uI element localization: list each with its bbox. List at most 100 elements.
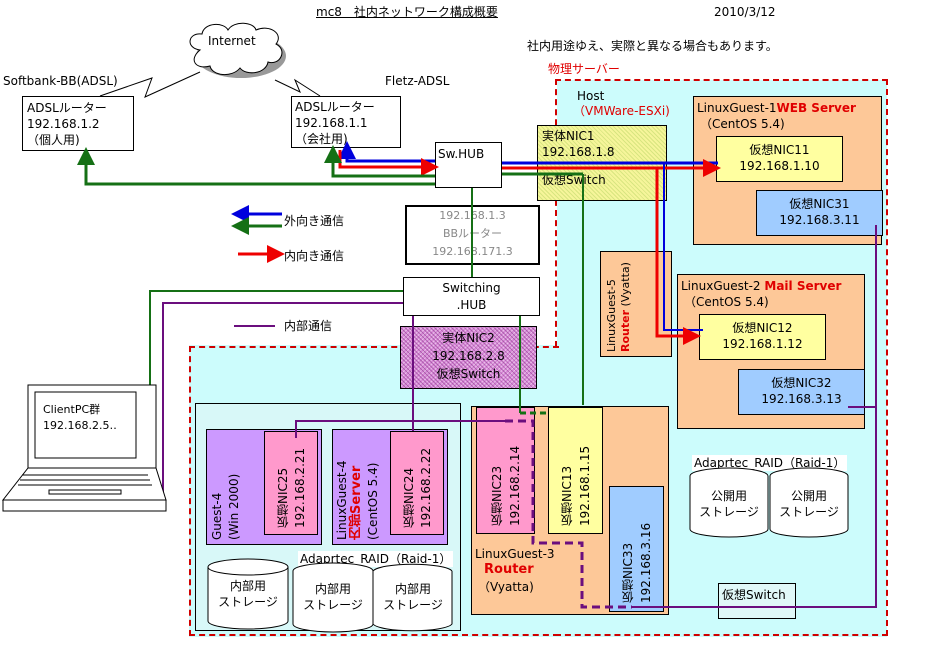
vnic-name: 仮想NIC12 [732, 321, 793, 335]
client-name: ClientPC群 [43, 403, 101, 416]
guest1-os: （CentOS 5.4) [700, 117, 785, 131]
switching-hub-line2: .HUB [456, 298, 487, 312]
guest2-role: Mail Server [764, 279, 842, 293]
vnic-ip: 192.168.2.14 [508, 445, 522, 526]
outbound-blue-to-company-router [338, 141, 435, 163]
vnic13[interactable]: 仮想NIC13 192.168.1.15 [548, 407, 603, 534]
guest4-win-name: Guest-4 [210, 492, 224, 540]
guest3-vm[interactable]: 仮想NIC23 192.168.2.14 仮想NIC13 192.168.1.1… [471, 406, 669, 615]
legend-outbound-label: 外向き通信 [284, 214, 345, 228]
public-disk-1-label: 公開用 ストレージ [770, 488, 848, 520]
disk-line2: ストレージ [383, 598, 443, 612]
guest1-title: LinuxGuest-1WEB Server [697, 100, 856, 116]
switching-hub[interactable]: Switching .HUB [403, 277, 540, 316]
switching-hub-line1: Switching [442, 281, 501, 295]
guest4-linux-os: (CentOS 5.4) [366, 462, 380, 540]
guest3-name: LinuxGuest-3 [475, 547, 555, 561]
physical-nic2[interactable]: 実体NIC2 192.168.2.8 仮想Switch [400, 326, 537, 389]
internal-disk-1-label: 内部用 ストレージ [293, 581, 373, 613]
outbound-green-to-personal-router [77, 147, 435, 186]
guest5-name: LinuxGuest-5 [605, 279, 618, 352]
disk-line2: ストレージ [303, 598, 363, 612]
vnic32[interactable]: 仮想NIC32 192.168.3.13 [738, 369, 865, 415]
guest4-win-vm[interactable]: Guest-4 (Win 2000) 仮想NIC25 192.168.2.21 [206, 429, 322, 545]
vnic-ip: 192.168.1.10 [739, 159, 820, 173]
inbound-red-from-company-router [338, 150, 439, 176]
nic2-vswitch: 仮想Switch [436, 367, 501, 381]
vnic-ip: 192.168.1.15 [578, 445, 592, 526]
vnic11[interactable]: 仮想NIC11 192.168.1.10 [716, 136, 843, 182]
adsl-router-company[interactable]: ADSLルーター 192.168.1.1 （会社用) [291, 96, 401, 148]
vnic-ip: 192.168.1.12 [722, 337, 803, 351]
legend-inbound-label: 内向き通信 [284, 249, 345, 263]
public-raid-label: Adaprtec_RAID（Raid-1） [692, 455, 848, 471]
sw-hub[interactable]: Sw.HUB [435, 142, 502, 188]
guest5-vm[interactable]: LinuxGuest-5 Router (Vyatta) [600, 251, 672, 357]
disclaimer-note: 社内用途ゆえ、実際と異なる場合もあります。 [527, 39, 778, 53]
fletz-label: Fletz-ADSL [385, 74, 450, 88]
vnic12[interactable]: 仮想NIC12 192.168.1.12 [699, 314, 826, 360]
vnic31[interactable]: 仮想NIC31 192.168.3.11 [756, 190, 883, 236]
guest2-os: （CentOS 5.4) [684, 295, 769, 309]
vnic-ip: 192.168.2.22 [419, 447, 433, 528]
guest5-os: (Vyatta) [619, 262, 632, 307]
sw-hub-label: Sw.HUB [438, 147, 485, 161]
guest5-role-os: Router (Vyatta) [619, 256, 633, 352]
vnic25[interactable]: 仮想NIC25 192.168.2.21 [264, 431, 318, 535]
guest1-name: LinuxGuest-1 [697, 101, 777, 115]
vnic-name: 仮想NIC24 [402, 467, 416, 528]
guest2-vm[interactable]: LinuxGuest-2 Mail Server （CentOS 5.4) 仮想… [677, 274, 865, 429]
vnic-ip: 192.168.3.16 [639, 522, 653, 603]
softbank-label: Softbank-BB(ADSL) [3, 74, 118, 88]
physical-server-boundary-mid [555, 79, 559, 347]
vnic-name: 仮想NIC33 [621, 542, 635, 603]
disk-line2: ストレージ [218, 595, 278, 609]
disk-line1: 内部用 [314, 582, 351, 596]
client-ip: 192.168.2.5‥ [43, 419, 117, 432]
router-ip: 192.168.1.1 [295, 116, 368, 130]
bb-router-ip2: 192.168.171.3 [432, 245, 513, 258]
guest3-os: （Vyatta) [478, 580, 534, 594]
vnic-ip: 192.168.3.11 [779, 213, 860, 227]
physical-nic1[interactable]: 実体NIC1 192.168.1.8 仮想Switch [537, 125, 667, 201]
vnic23[interactable]: 仮想NIC23 192.168.2.14 [476, 407, 535, 534]
internal-disk-2-label: 内部用 ストレージ [373, 581, 453, 613]
internet-cloud-icon [189, 22, 286, 78]
router-usage: （会社用) [295, 132, 348, 146]
guest2-title: LinuxGuest-2 Mail Server [681, 278, 841, 294]
virtual-switch3[interactable]: 仮想Switch [718, 583, 796, 619]
vnic-ip: 192.168.2.21 [293, 447, 307, 528]
guest3-role: Router [484, 562, 534, 577]
router-ip: 192.168.1.2 [27, 117, 100, 131]
nic2-name: 実体NIC2 [442, 331, 495, 345]
host-label: Host [577, 89, 605, 103]
router-name: ADSLルーター [27, 101, 107, 115]
vnic-name: 仮想NIC13 [560, 465, 574, 526]
disk-line1: 内部用 [229, 579, 266, 593]
disk-line2: ストレージ [699, 505, 759, 519]
public-disk-0-label: 公開用 ストレージ [690, 488, 768, 520]
bb-router[interactable]: 192.168.1.3 BBルーター 192.168.171.3 [405, 205, 540, 265]
internal-disk-0-label: 内部用 ストレージ [208, 578, 288, 610]
disk-line1: 公開用 [790, 489, 827, 503]
guest4-linux-vm[interactable]: LinuxGuest-4 内部Server (CentOS 5.4) 仮想NIC… [332, 429, 448, 545]
adsl-router-personal[interactable]: ADSLルーター 192.168.1.2 （個人用) [22, 96, 134, 151]
vnic-ip: 192.168.3.13 [761, 392, 842, 406]
router-name: ADSLルーター [295, 100, 375, 114]
vnic-name: 仮想NIC32 [771, 376, 832, 390]
disk-line1: 公開用 [710, 489, 747, 503]
vnic-name: 仮想NIC25 [276, 467, 290, 528]
guest1-role: WEB Server [776, 101, 856, 115]
nic1-ip: 192.168.1.8 [542, 145, 615, 159]
guest1-vm[interactable]: LinuxGuest-1WEB Server （CentOS 5.4) 仮想NI… [693, 96, 883, 245]
nic1-vswitch: 仮想Switch [542, 173, 606, 187]
vnic-name: 仮想NIC11 [749, 143, 810, 157]
physical-server-label: 物理サーバー [548, 62, 620, 76]
guest2-name: LinuxGuest-2 [681, 279, 761, 293]
vnic33[interactable]: 仮想NIC33 192.168.3.16 [609, 486, 664, 612]
vnic-name: 仮想NIC23 [490, 465, 504, 526]
vnic24[interactable]: 仮想NIC24 192.168.2.22 [390, 431, 444, 535]
internal-raid-label: Adaprtec_RAID（Raid-1） [298, 551, 454, 567]
guest4-linux-name: LinuxGuest-4 [335, 460, 349, 540]
physical-server-boundary-right [555, 79, 888, 636]
